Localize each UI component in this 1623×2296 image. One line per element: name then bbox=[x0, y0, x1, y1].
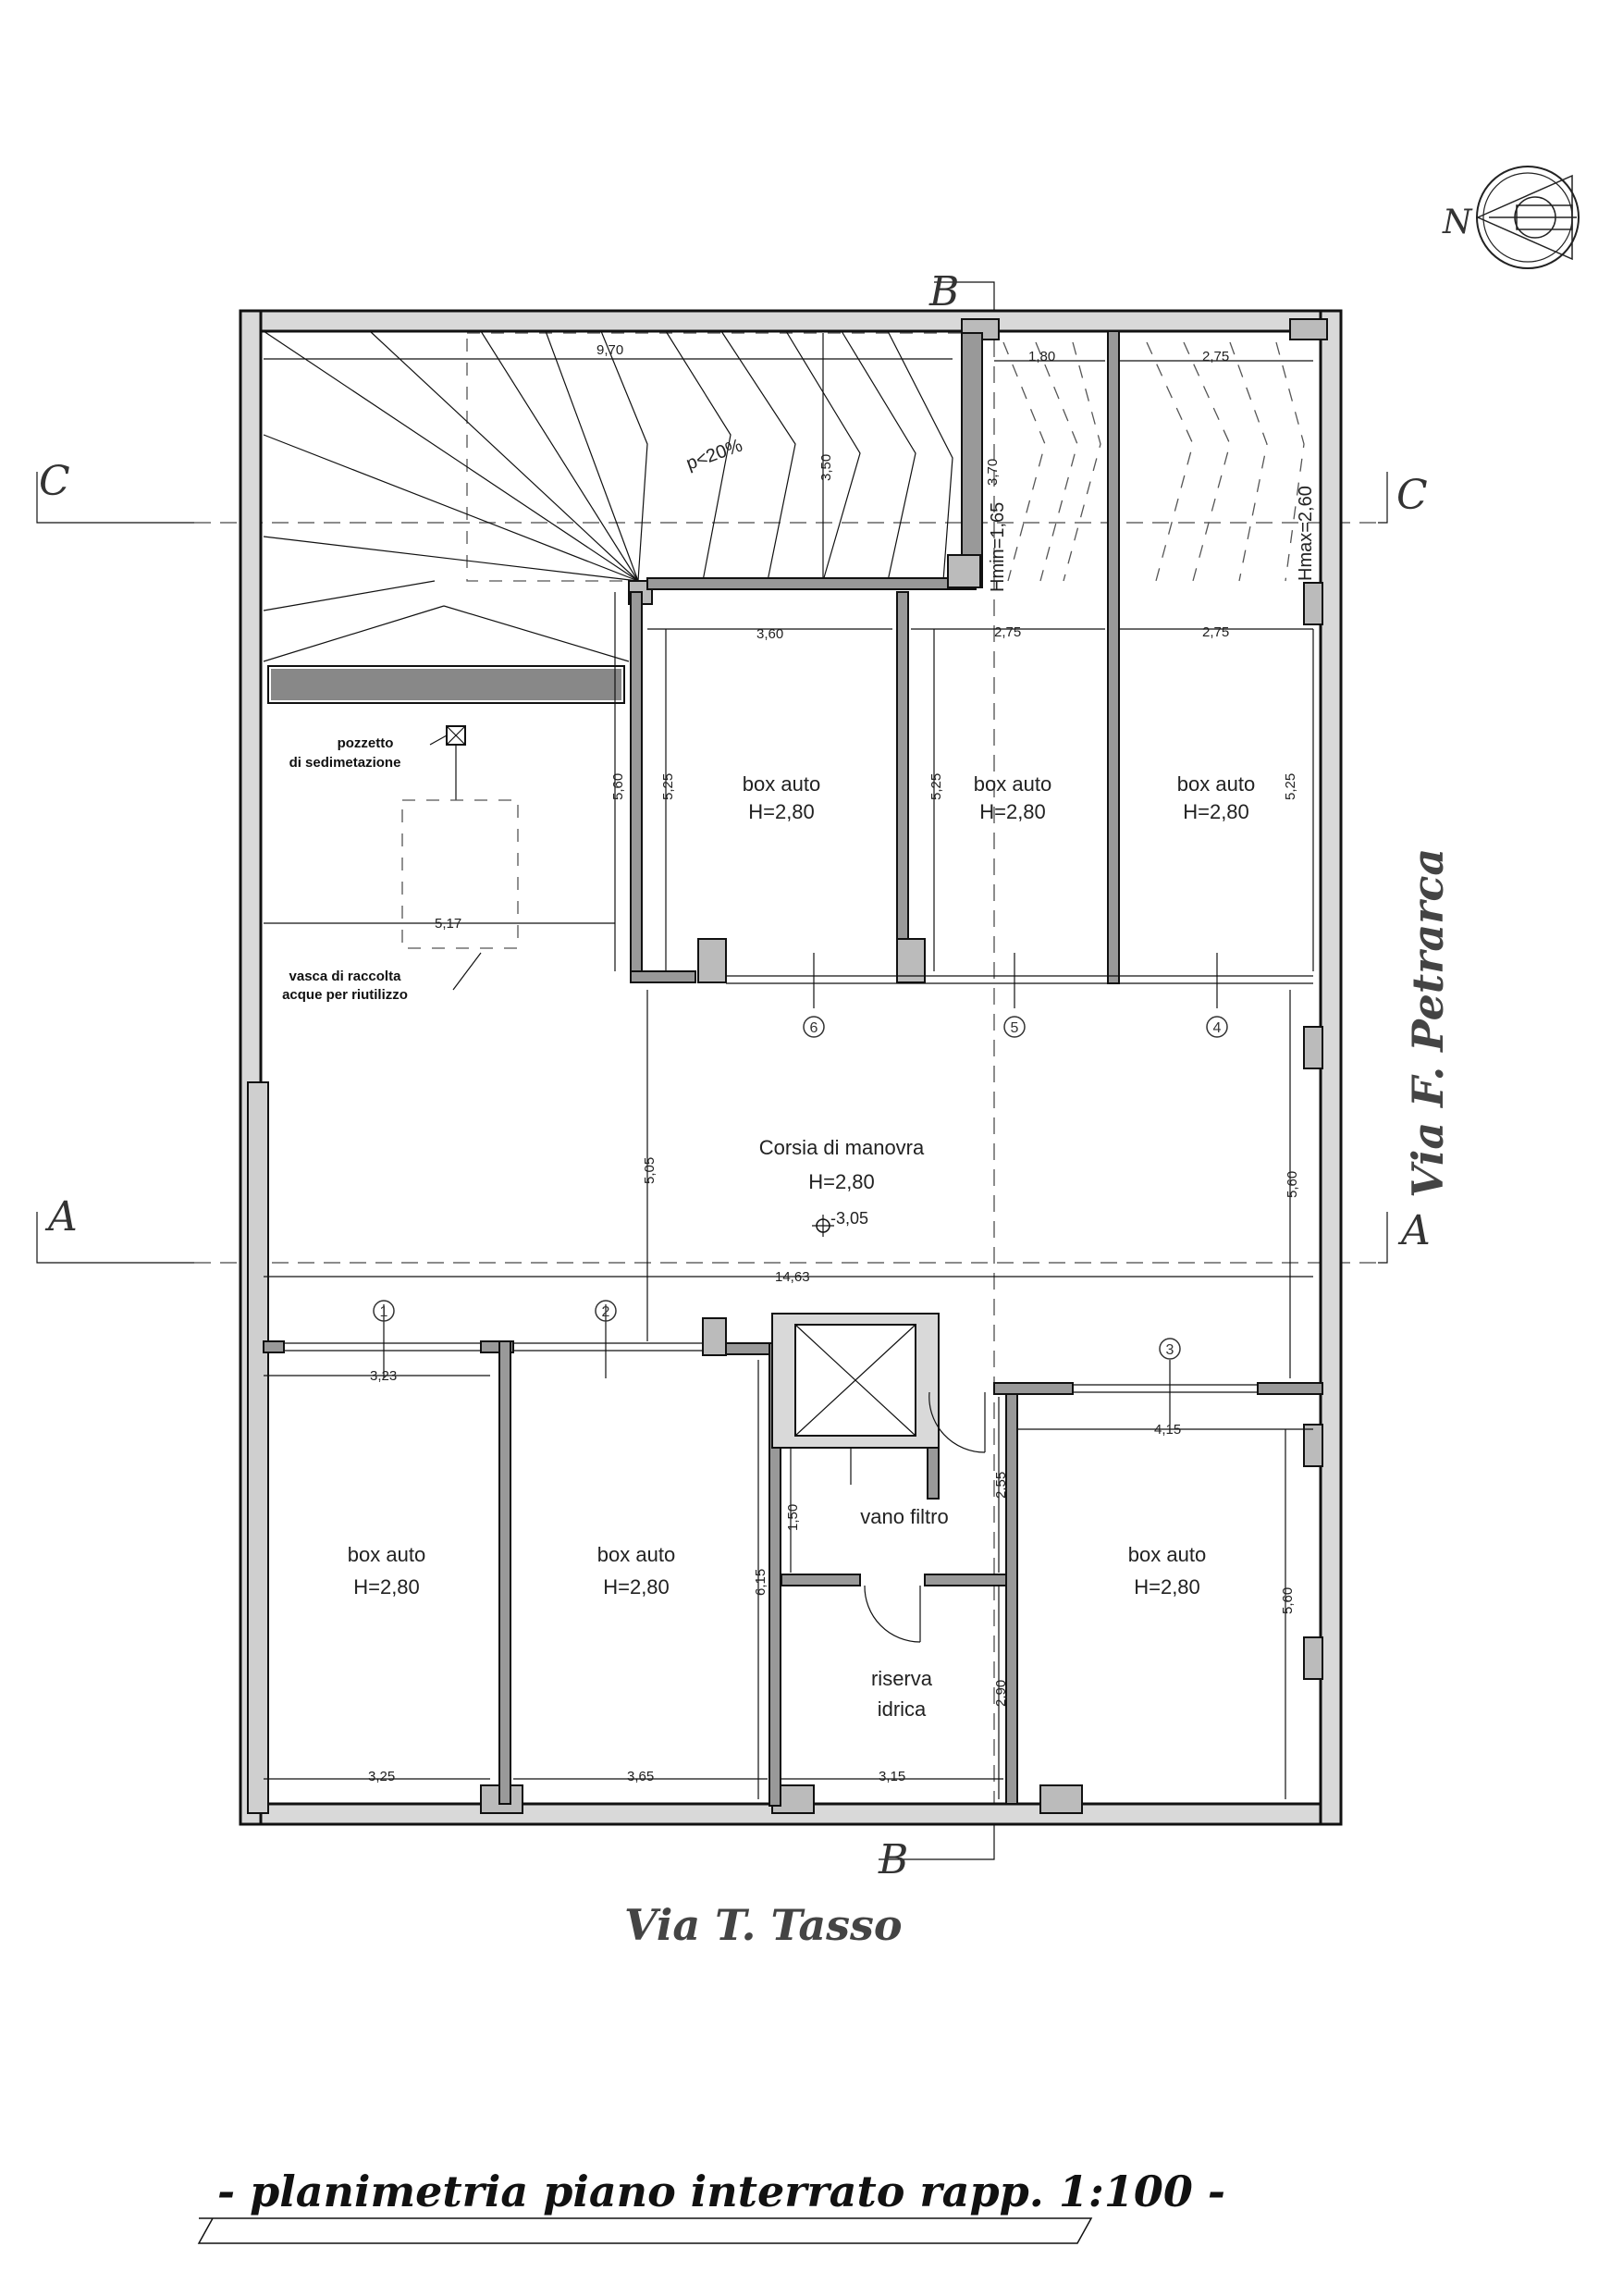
drawing-title: - planimetria piano interrato rapp. 1:10… bbox=[217, 2166, 1225, 2216]
dim-h-560: 5,60 bbox=[1280, 1587, 1296, 1614]
section-c-left-label: C bbox=[39, 458, 70, 505]
dim-box-323: 3,23 bbox=[370, 1368, 397, 1384]
dim-box-325: 3,25 bbox=[368, 1769, 395, 1784]
box-number-5: 5 bbox=[1011, 1020, 1019, 1036]
lower-boxes bbox=[263, 1313, 1323, 1807]
box-auto-2-height: H=2,80 bbox=[603, 1575, 670, 1599]
box-number-1: 1 bbox=[380, 1304, 388, 1320]
dim-h-255: 2,55 bbox=[993, 1472, 1009, 1499]
outer-walls bbox=[239, 309, 1343, 1826]
corsia-label: Corsia di manovra bbox=[759, 1136, 925, 1159]
dim-ramp-width: 9,70 bbox=[596, 342, 623, 358]
dim-box-560: 5,60 bbox=[610, 773, 626, 800]
section-b-top-label: B bbox=[928, 268, 959, 315]
hmax-note: Hmax=2,60 bbox=[1296, 486, 1316, 581]
box-auto-6-height: H=2,80 bbox=[748, 800, 815, 823]
vasca-label-line1: vasca di raccolta bbox=[289, 969, 402, 984]
box-auto-3-height: H=2,80 bbox=[1134, 1575, 1200, 1599]
box-auto-1-label: box auto bbox=[348, 1543, 425, 1566]
north-arrow-icon bbox=[1476, 166, 1580, 269]
box-auto-2-label: box auto bbox=[597, 1543, 675, 1566]
dim-width-517: 5,17 bbox=[435, 916, 461, 932]
section-a-left-label: A bbox=[44, 1193, 78, 1241]
dim-box-365: 3,65 bbox=[627, 1769, 654, 1784]
box-auto-1-height: H=2,80 bbox=[353, 1575, 420, 1599]
dimension-lines bbox=[264, 333, 1314, 1799]
street-south-label: Via T. Tasso bbox=[624, 1900, 903, 1950]
dim-ramp-b: 3,70 bbox=[985, 459, 1001, 486]
street-east-label: Via F. Petrarca bbox=[1403, 848, 1453, 1198]
riserva-label-line1: riserva bbox=[871, 1667, 933, 1690]
pozzetto-vasca bbox=[401, 725, 519, 991]
north-label: N bbox=[1442, 204, 1473, 241]
dim-total-1463: 14,63 bbox=[775, 1269, 810, 1285]
box-auto-5-label: box auto bbox=[974, 772, 1051, 796]
vasca-label-line2: acque per riutilizzo bbox=[282, 987, 408, 1003]
dim-h-290: 2,90 bbox=[993, 1680, 1009, 1707]
box-number-4: 4 bbox=[1213, 1020, 1222, 1036]
riserva-label-line2: idrica bbox=[878, 1697, 927, 1721]
box-number-2: 2 bbox=[602, 1304, 610, 1320]
dim-corsia-560: 5,60 bbox=[1285, 1171, 1300, 1198]
dim-box-525b: 5,25 bbox=[928, 773, 944, 800]
section-b-bottom-label: B bbox=[878, 1836, 908, 1883]
box-auto-4-label: box auto bbox=[1177, 772, 1255, 796]
dim-box-525c: 5,25 bbox=[1283, 773, 1298, 800]
pozzetto-label-line2: di sedimetazione bbox=[289, 755, 401, 771]
section-lines bbox=[36, 281, 1388, 1860]
dim-box-275a: 2,75 bbox=[994, 624, 1021, 640]
section-a-right-label: A bbox=[1397, 1207, 1431, 1254]
hmin-note: Hmin=1,65 bbox=[988, 502, 1008, 592]
upper-right-ramps bbox=[1002, 330, 1305, 984]
slope-note: p<20% bbox=[683, 435, 745, 474]
dim-h-150: 1,50 bbox=[785, 1504, 801, 1531]
ramp bbox=[263, 330, 983, 704]
dim-box-525a: 5,25 bbox=[660, 773, 676, 800]
box-auto-4-height: H=2,80 bbox=[1183, 800, 1249, 823]
dim-box-415: 4,15 bbox=[1154, 1422, 1181, 1438]
dim-h-615: 6,15 bbox=[753, 1569, 768, 1596]
upper-boxes bbox=[630, 591, 1313, 984]
dim-box-360: 3,60 bbox=[756, 626, 783, 642]
level-mark: -3,05 bbox=[830, 1209, 868, 1228]
box-number-6: 6 bbox=[810, 1020, 818, 1036]
box-auto-5-height: H=2,80 bbox=[979, 800, 1046, 823]
vano-filtro-label: vano filtro bbox=[860, 1505, 948, 1528]
dim-box-315: 3,15 bbox=[879, 1769, 905, 1784]
pozzetto-label-line1: pozzetto bbox=[338, 735, 394, 751]
box-auto-3-label: box auto bbox=[1128, 1543, 1206, 1566]
dim-top-275: 2,75 bbox=[1202, 349, 1229, 364]
corsia-height: H=2,80 bbox=[808, 1170, 875, 1193]
dim-ramp-depth: 3,50 bbox=[818, 454, 834, 481]
box-number-3: 3 bbox=[1166, 1342, 1174, 1358]
dim-box-275b: 2,75 bbox=[1202, 624, 1229, 640]
box-auto-6-label: box auto bbox=[743, 772, 820, 796]
dim-top-180: 1,80 bbox=[1028, 349, 1055, 364]
section-c-right-label: C bbox=[1396, 472, 1428, 519]
title-underline bbox=[197, 2217, 1093, 2244]
box-number-markers bbox=[373, 1016, 1228, 1360]
dim-corsia-505: 5,05 bbox=[642, 1157, 658, 1184]
